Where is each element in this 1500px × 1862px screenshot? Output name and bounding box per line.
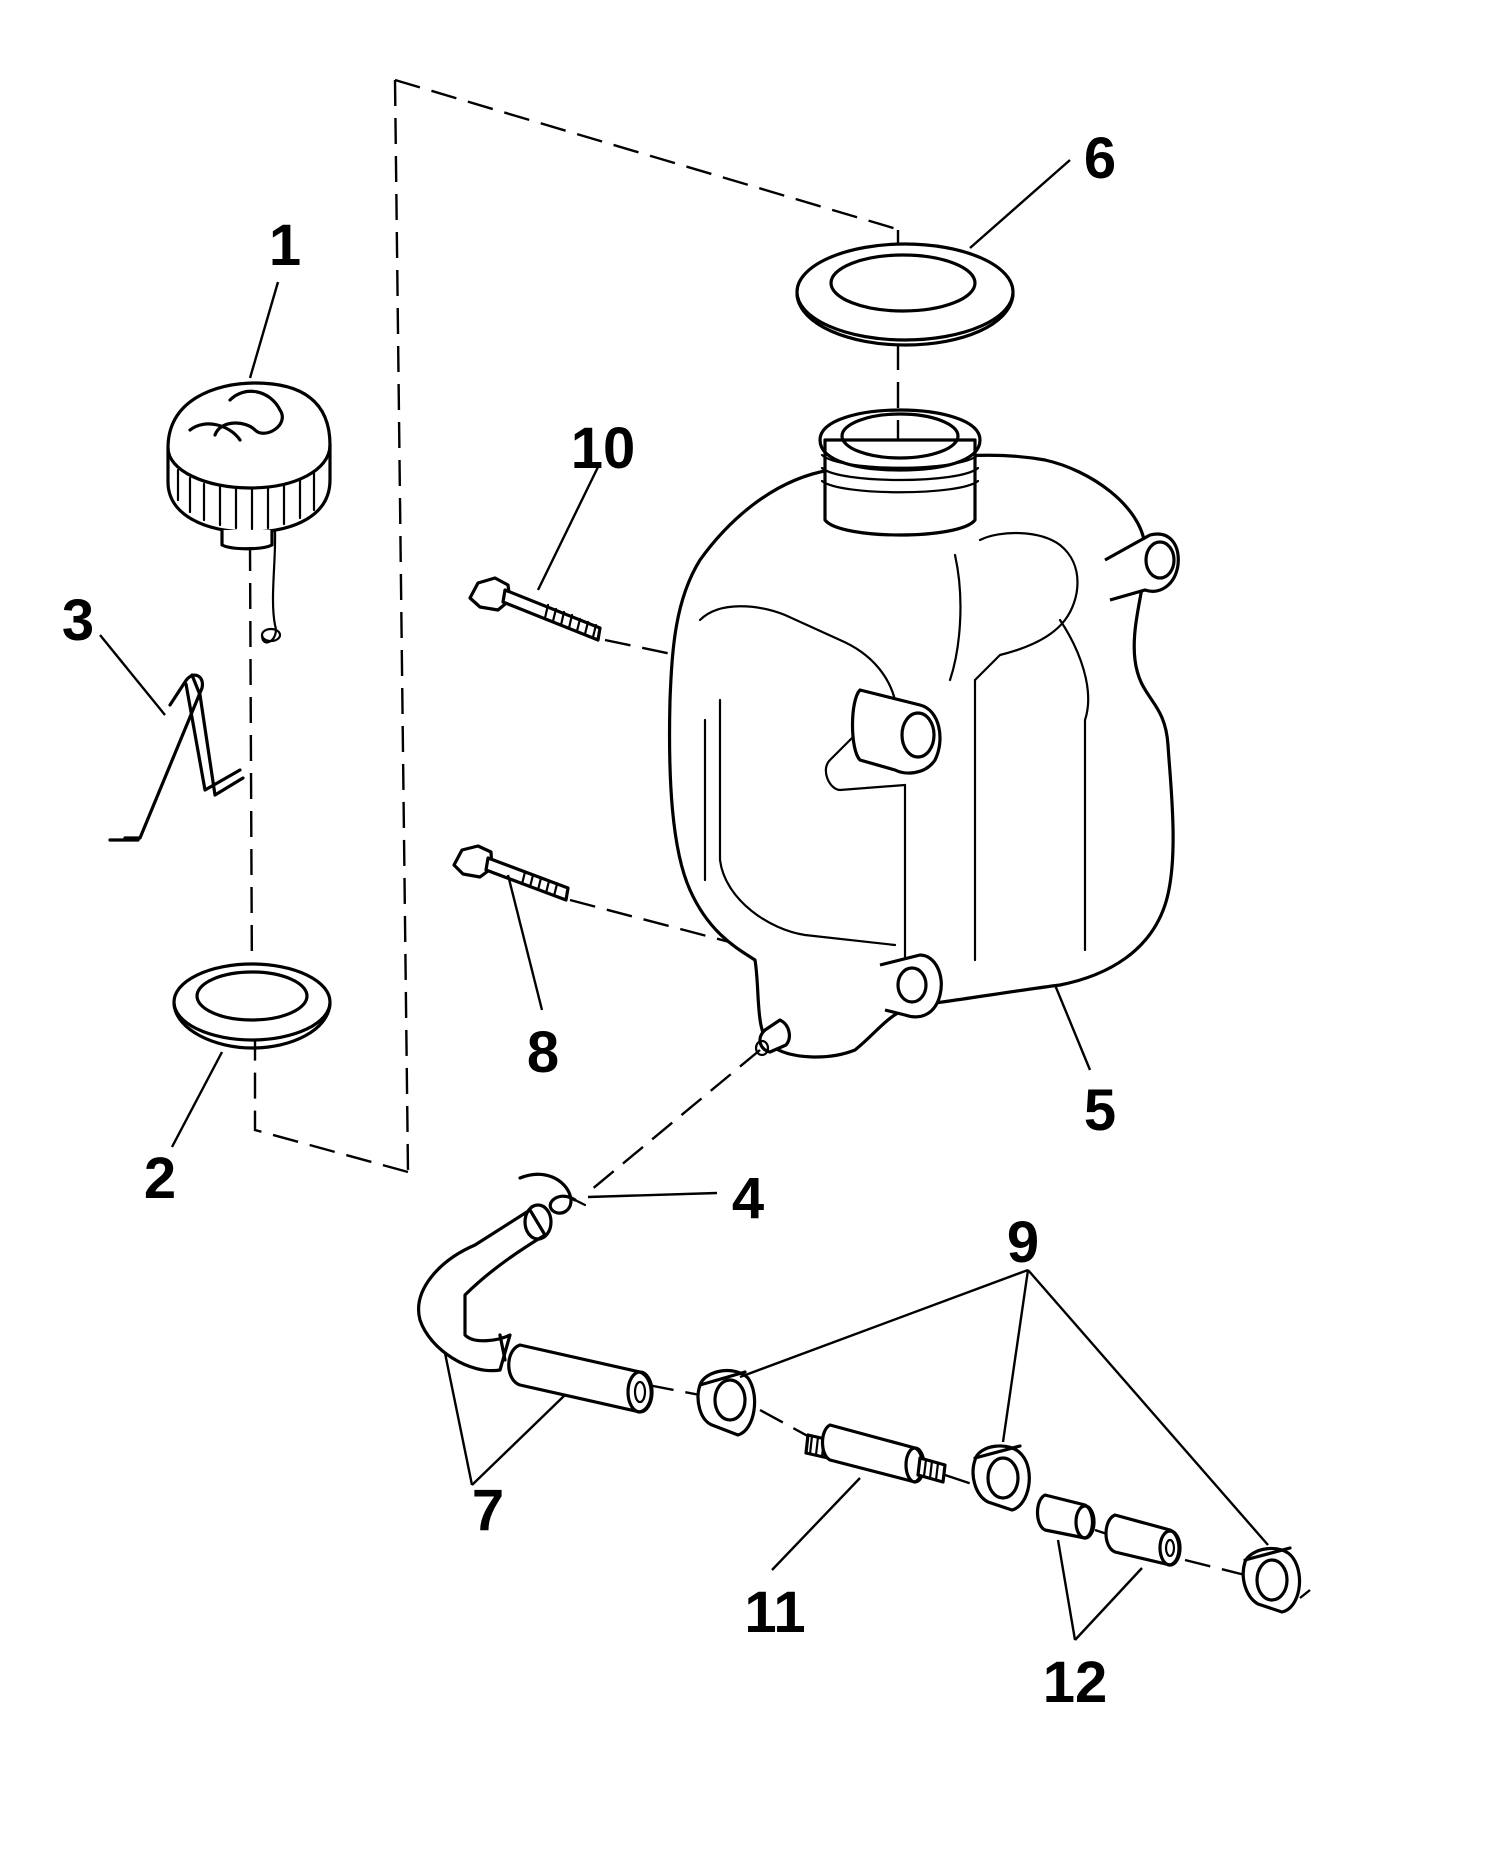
callout-2: 2 [144, 1146, 176, 1211]
retainer-clip [108, 673, 245, 842]
callout-1: 1 [269, 213, 301, 278]
assembly-guide-lines [248, 78, 1311, 1599]
reservoir-tank [667, 408, 1180, 1059]
callout-10: 10 [571, 416, 636, 481]
filler-cap [166, 381, 332, 644]
lower-bolt [452, 844, 570, 902]
upper-bolt [468, 576, 602, 642]
fuel-fitting [804, 1423, 947, 1484]
callout-8: 8 [527, 1020, 559, 1085]
callout-12: 12 [1043, 1650, 1108, 1715]
hose-clamp-a [696, 1369, 757, 1437]
callout-3: 3 [62, 588, 94, 653]
callout-4: 4 [732, 1166, 764, 1231]
hose-clamp-small [518, 1172, 587, 1215]
callout-9: 9 [1007, 1210, 1039, 1275]
leader-lines [99, 159, 1269, 1641]
callout-7: 7 [472, 1478, 504, 1543]
callout-5: 5 [1084, 1078, 1116, 1143]
hose-clamp-c [1241, 1546, 1302, 1614]
hose-section [417, 1203, 654, 1414]
callout-6: 6 [1084, 126, 1116, 191]
short-hose-section [1035, 1493, 1182, 1567]
callout-11: 11 [744, 1580, 805, 1645]
callout-labels: 1 2 3 4 5 6 7 8 9 10 11 12 [62, 126, 1116, 1715]
cap-gasket [172, 962, 332, 1050]
neck-gasket [795, 242, 1015, 347]
hose-clamp-b [971, 1444, 1031, 1512]
